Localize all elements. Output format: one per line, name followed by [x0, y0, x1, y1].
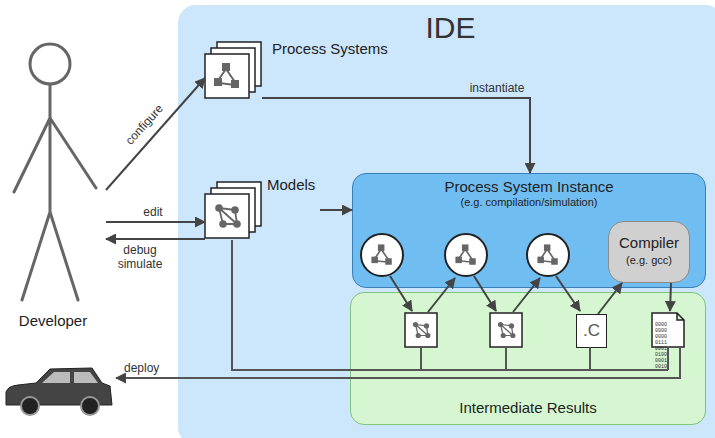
flow-arrows-part: [428, 278, 455, 312]
process-circles-part: [445, 234, 487, 276]
process-circles-part: [455, 244, 475, 264]
models-stack-part: [205, 194, 249, 238]
car-illustration-part: [21, 397, 39, 415]
node-text: (e.g. gcc): [626, 254, 672, 267]
connector-arrow: [320, 209, 352, 211]
model-documents-part: [405, 313, 437, 347]
models-stack-part: [215, 204, 241, 228]
binary-digits: 0000 0000 0000 0111 0001 0100 0001 0010: [655, 322, 681, 370]
process-circles-part: [371, 244, 391, 264]
flow-arrows-part: [513, 278, 540, 312]
developer-figure-part: [30, 44, 70, 84]
process-systems-stack: [205, 42, 261, 98]
connector-arrow: [262, 98, 530, 173]
node-text: Process System Instance: [444, 178, 613, 195]
flow-arrows-part: [474, 276, 496, 311]
edge-label: edit: [143, 206, 162, 220]
process-systems-stack-part: [205, 54, 249, 98]
process-systems-stack-part: [214, 63, 239, 88]
c-source-document: .C: [576, 314, 607, 348]
flow-arrows: [390, 276, 671, 312]
connector-arrow: [106, 238, 205, 240]
process-system-instance: Process System Instance(e.g. compilation…: [352, 173, 706, 288]
developer-figure-part: [14, 84, 96, 300]
process-circles-part: [527, 234, 569, 276]
result-bus-part: [421, 347, 668, 370]
process-circles-part: [361, 234, 403, 276]
car-illustration-part: [42, 372, 98, 383]
intermediate-results: Intermediate Results .C: [350, 292, 706, 425]
edge-label: debug simulate: [109, 244, 171, 272]
node-text: Developer: [19, 312, 87, 329]
model-documents: [405, 313, 522, 347]
node-text: Intermediate Results: [459, 399, 597, 416]
node-text: .C: [583, 321, 600, 341]
process-circles: [361, 234, 569, 276]
result-bus-part: [232, 240, 668, 370]
car-illustration-part: [81, 397, 99, 415]
flow-arrows-part: [670, 283, 671, 311]
deploy-label: deploy: [124, 362, 159, 376]
node-text: (e.g. compilation/simulation): [461, 196, 598, 209]
flow-arrows-part: [556, 276, 580, 311]
edge-label: instantiate: [470, 82, 525, 96]
process-circles-part: [537, 244, 557, 264]
developer-figure: [14, 44, 96, 300]
models-stack: [205, 182, 261, 238]
connector-arrow: [106, 221, 205, 223]
edge-label: configure: [123, 102, 166, 148]
connector-arrow: [106, 78, 205, 190]
node-text: IDE: [425, 11, 475, 46]
result-bus: [232, 240, 668, 370]
connector-arrow: [598, 283, 622, 314]
flow-arrows-part: [390, 276, 412, 311]
model-documents-part: [490, 313, 522, 347]
car-illustration: [6, 368, 112, 415]
node-text: Process Systems: [272, 40, 388, 57]
model-documents-part: [498, 322, 516, 338]
deploy-line: [116, 347, 680, 378]
node-text: Models: [267, 176, 315, 193]
compiler-box: Compiler (e.g. gcc): [608, 221, 690, 283]
node-text: Compiler: [619, 234, 679, 251]
model-documents-part: [413, 322, 431, 338]
